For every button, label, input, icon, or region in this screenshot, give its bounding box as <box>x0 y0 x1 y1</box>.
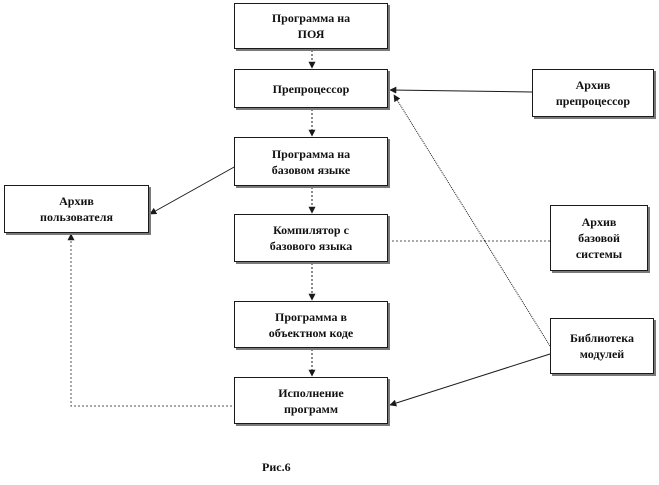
node-user-archive-label: Архив пользователя <box>40 194 113 224</box>
node-source-program-label: Программа на ПОЯ <box>271 11 351 41</box>
arrow-prep-archive-to-preprocessor <box>389 86 533 94</box>
arrow-base-to-user-archive <box>149 165 237 215</box>
node-base-system-archive-label: Архив базовой системы <box>575 215 623 261</box>
node-module-library-label: Библиотека модулей <box>570 331 634 361</box>
node-base-system-archive: Архив базовой системы <box>550 205 648 271</box>
node-object-program-label: Программа в объектном коде <box>268 309 354 340</box>
node-execution: Исполнение программ <box>234 377 388 424</box>
arrow-execution-to-user-archive <box>67 233 236 407</box>
node-source-program: Программа на ПОЯ <box>234 3 388 49</box>
node-base-program-label: Программа на базовом языке <box>271 146 351 177</box>
node-preprocessor-archive: Архив препроцессор <box>532 69 654 117</box>
node-user-archive: Архив пользователя <box>4 185 149 233</box>
node-preprocessor: Препроцессор <box>234 69 388 108</box>
node-compiler-label: Компилятор с базового языка <box>269 223 353 253</box>
arrow-library-to-execution <box>389 353 551 407</box>
node-preprocessor-label: Препроцессор <box>272 81 350 96</box>
node-execution-label: Исполнение программ <box>278 385 344 416</box>
node-module-library: Библиотека модулей <box>550 318 654 374</box>
node-preprocessor-archive-label: Архив препроцессор <box>555 78 631 108</box>
figure-caption: Рис.6 <box>262 460 291 474</box>
node-compiler: Компилятор с базового языка <box>234 214 388 262</box>
arrow-library-to-preprocessor <box>393 94 551 347</box>
node-base-program: Программа на базовом языке <box>234 137 388 186</box>
node-object-program: Программа в объектном коде <box>234 301 388 348</box>
